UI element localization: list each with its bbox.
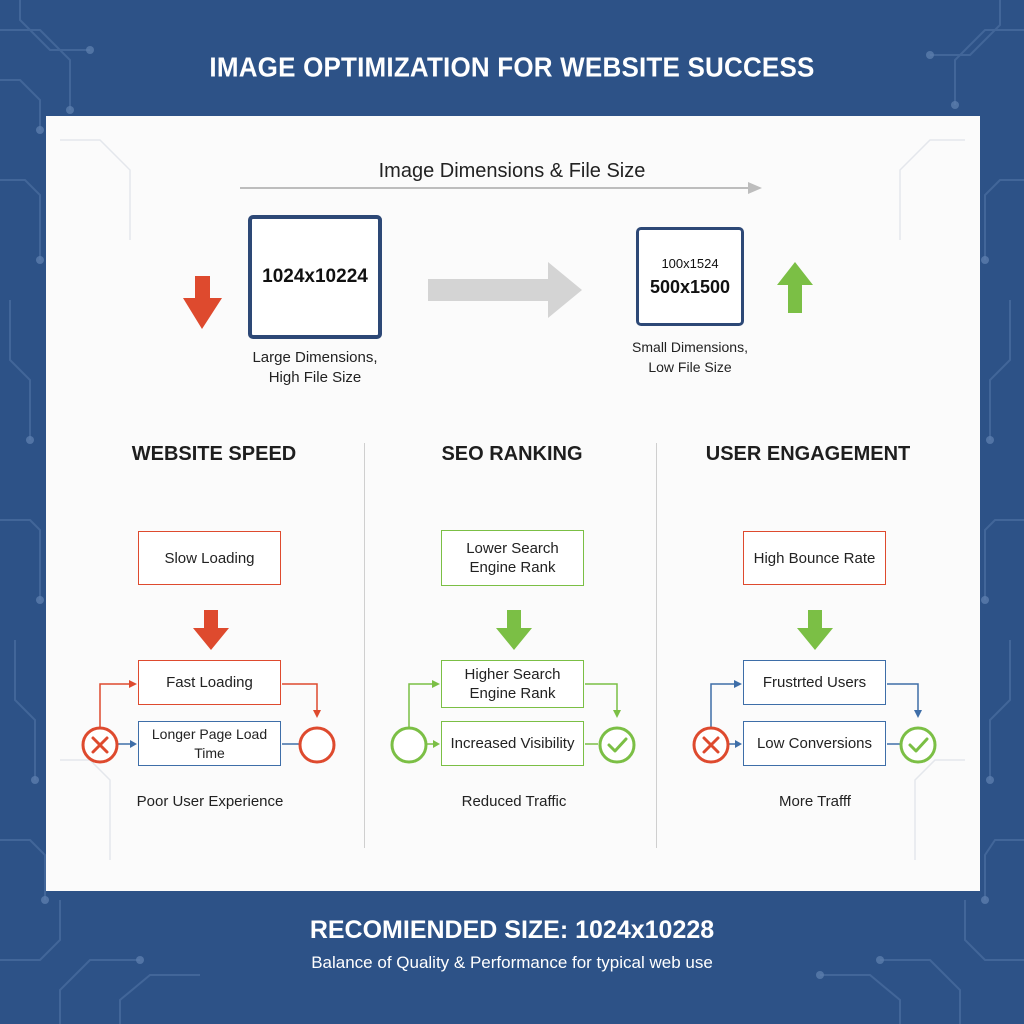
large-image-dimensions: 1024x10224 [262, 266, 368, 287]
slow-loading-box: Slow Loading [138, 531, 281, 585]
poor-user-experience-label: Poor User Experience [136, 793, 284, 810]
large-caption-line1: Large Dimensions, [252, 349, 378, 366]
column-title-website-speed: WEBSITE SPEED [131, 443, 297, 465]
column-title-seo-ranking: SEO RANKING [441, 443, 583, 465]
content-panel [46, 116, 980, 891]
increased-visibility-box: Increased Visibility [441, 721, 584, 766]
column-divider-2 [656, 443, 657, 848]
page-title: IMAGE OPTIMIZATION FOR WEBSITE SUCCESS [209, 50, 815, 84]
fast-loading-box: Fast Loading [138, 660, 281, 705]
large-image-frame: 1024x10224 [248, 215, 382, 339]
longer-load-time-box: Longer Page Load Time [138, 721, 281, 766]
high-bounce-rate-box: High Bounce Rate [743, 531, 886, 585]
dimensions-label: Image Dimensions & File Size [378, 160, 646, 182]
small-caption-line2: Low File Size [648, 359, 732, 375]
small-caption-line1: Small Dimensions, [632, 339, 748, 355]
frustrated-users-box: Frustrted Users [743, 660, 886, 705]
lower-rank-box: Lower Search Engine Rank [441, 530, 584, 586]
small-image-frame: 100x1524 500x1500 [636, 227, 744, 326]
small-image-dimensions: 500x1500 [649, 276, 731, 297]
small-image-dimensions-top: 100x1524 [661, 255, 719, 271]
small-image-caption: Small Dimensions, Low File Size [590, 337, 790, 377]
large-image-caption: Large Dimensions, High File Size [215, 348, 415, 388]
more-traffic-label: More Trafff [779, 793, 851, 810]
low-conversions-box: Low Conversions [743, 721, 886, 766]
recommended-size-headline: RECOMIENDED SIZE: 1024x10228 [309, 916, 715, 944]
column-divider-1 [364, 443, 365, 848]
higher-rank-box: Higher Search Engine Rank [441, 660, 584, 708]
column-title-user-engagement: USER ENGAGEMENT [705, 443, 911, 465]
large-caption-line2: High File Size [268, 369, 362, 386]
reduced-traffic-label: Reduced Traffic [461, 793, 567, 810]
recommended-size-subline: Balance of Quality & Performance for typ… [311, 953, 713, 972]
